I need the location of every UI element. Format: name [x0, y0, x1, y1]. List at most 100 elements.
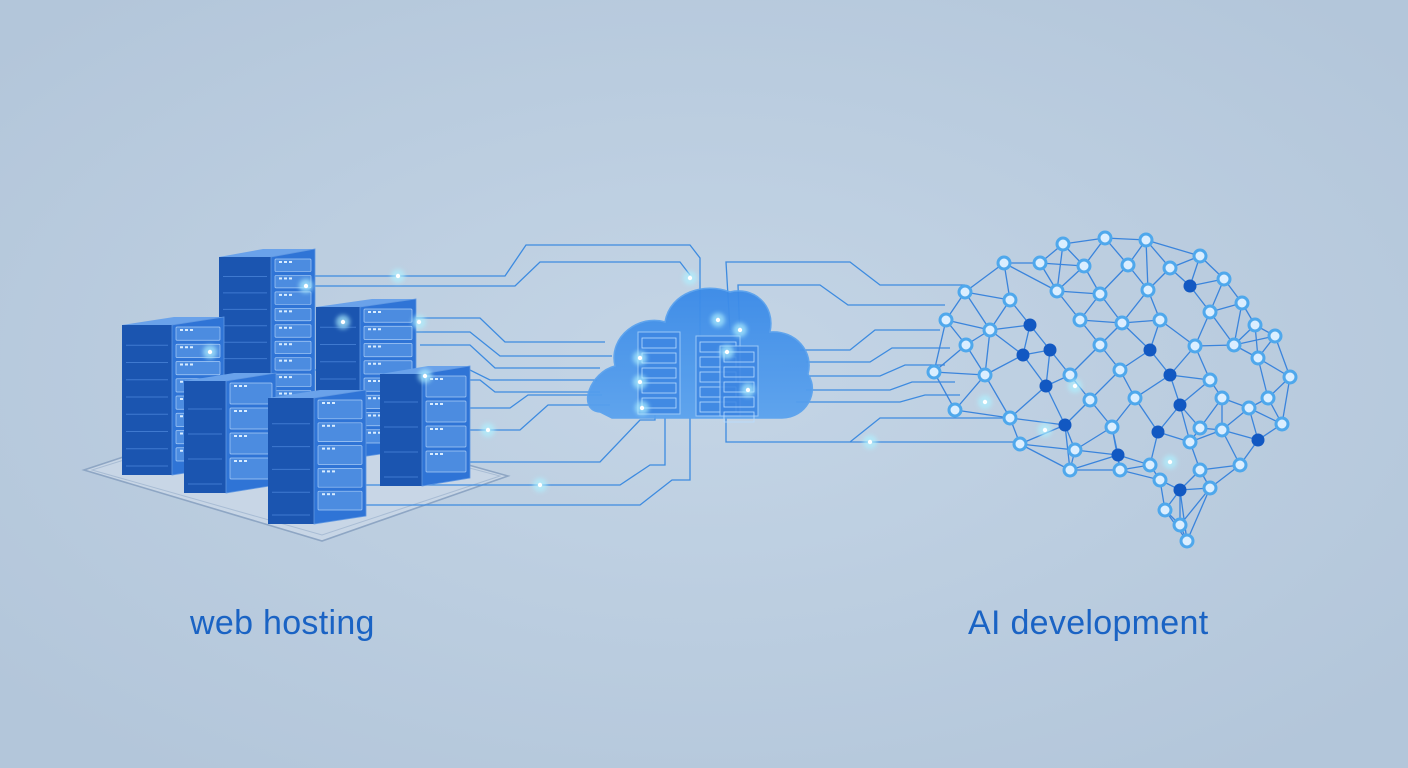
rack-led — [332, 424, 335, 427]
rack-led — [440, 428, 443, 430]
connection-line — [410, 331, 612, 357]
rack-slot — [274, 373, 312, 387]
rack-slot — [274, 307, 312, 322]
brain-node — [1202, 480, 1218, 496]
pulse-core — [537, 482, 543, 488]
brain-edge — [1009, 417, 1066, 426]
brain-node — [1274, 416, 1290, 432]
rack-led — [289, 392, 292, 395]
cloud-server-slot — [723, 411, 755, 423]
brain-node — [1163, 368, 1177, 382]
brain-node — [1039, 379, 1053, 393]
brain-node — [1062, 367, 1078, 383]
rack-led — [284, 376, 287, 379]
connection-line — [300, 244, 701, 340]
brain-node — [1067, 442, 1083, 458]
data-pulse — [203, 345, 217, 359]
brain-edge — [1186, 487, 1211, 542]
pulse-core — [1072, 383, 1078, 389]
rack-led — [284, 261, 287, 263]
pulse-core — [485, 427, 491, 433]
rack-slot — [317, 399, 363, 420]
rack-slot — [425, 425, 467, 448]
server-rack — [380, 365, 471, 487]
rack-led — [373, 397, 376, 400]
brain-edge — [1069, 454, 1119, 471]
data-pulse — [412, 315, 426, 329]
data-pulse — [1038, 423, 1052, 437]
rack-side — [268, 398, 314, 524]
brain-node — [1072, 312, 1088, 328]
rack-led — [234, 385, 237, 387]
brain-node — [1142, 457, 1158, 473]
brain-node — [1183, 279, 1197, 293]
rack-led — [378, 380, 381, 382]
rack-led — [180, 380, 183, 383]
brain-node — [926, 364, 942, 380]
brain-node — [1151, 425, 1165, 439]
rack-led — [239, 460, 242, 462]
rack-led — [239, 385, 242, 387]
rack-led — [289, 261, 292, 263]
cloud-server-slot — [641, 337, 677, 349]
connection-line — [808, 364, 945, 377]
rack-side — [122, 325, 172, 475]
rack-slot — [274, 324, 312, 338]
rack-led — [373, 431, 376, 434]
rack-led — [332, 402, 335, 404]
brain-node — [1214, 390, 1230, 406]
brain-node — [1173, 483, 1187, 497]
brain-node — [1202, 372, 1218, 388]
pulse-core — [340, 319, 346, 325]
rack-led — [435, 378, 438, 380]
rack-led — [244, 410, 247, 412]
brain-node — [1216, 271, 1232, 287]
connection-line — [806, 347, 950, 363]
rack-led — [440, 378, 443, 380]
rack-led — [234, 435, 237, 437]
brain-node — [1076, 258, 1092, 274]
pulse-core — [416, 319, 422, 325]
brain-node — [1226, 337, 1242, 353]
brain-edge — [1019, 443, 1076, 451]
server-racks-icon — [122, 248, 471, 525]
data-pulses — [203, 269, 1177, 492]
brain-edge — [964, 262, 1005, 293]
rack-led — [368, 311, 371, 313]
brain-node — [1232, 457, 1248, 473]
rack-led — [327, 424, 330, 427]
rack-led — [373, 345, 376, 348]
rack-led — [180, 329, 183, 331]
connection-line — [420, 344, 600, 369]
rack-led — [180, 415, 183, 418]
brain-edge — [1281, 376, 1291, 425]
rack-led — [289, 343, 292, 346]
brain-edge — [1179, 489, 1188, 542]
brain-edge — [933, 319, 947, 373]
brain-node — [1138, 232, 1154, 248]
rack-led — [327, 402, 330, 404]
brain-node — [1192, 462, 1208, 478]
brain-edge — [945, 319, 991, 331]
rack-led — [289, 326, 292, 329]
brain-node — [1152, 472, 1168, 488]
rack-led — [279, 293, 282, 296]
rack-led — [284, 310, 287, 313]
brain-node — [1192, 420, 1208, 436]
rack-led — [180, 398, 183, 400]
rack-led — [289, 376, 292, 379]
brain-node — [1032, 255, 1048, 271]
rack-slot — [274, 258, 312, 272]
rack-slot — [425, 400, 467, 423]
connection-line — [300, 261, 691, 287]
brain-edge — [1009, 385, 1047, 419]
rack-led — [327, 470, 330, 473]
rack-led — [368, 414, 371, 417]
pulse-core — [637, 355, 643, 361]
pulse-core — [687, 275, 693, 281]
pulse-core — [724, 349, 730, 355]
rack-top — [316, 299, 416, 307]
cloud-server-frame — [637, 331, 681, 415]
brain-node — [1250, 350, 1266, 366]
